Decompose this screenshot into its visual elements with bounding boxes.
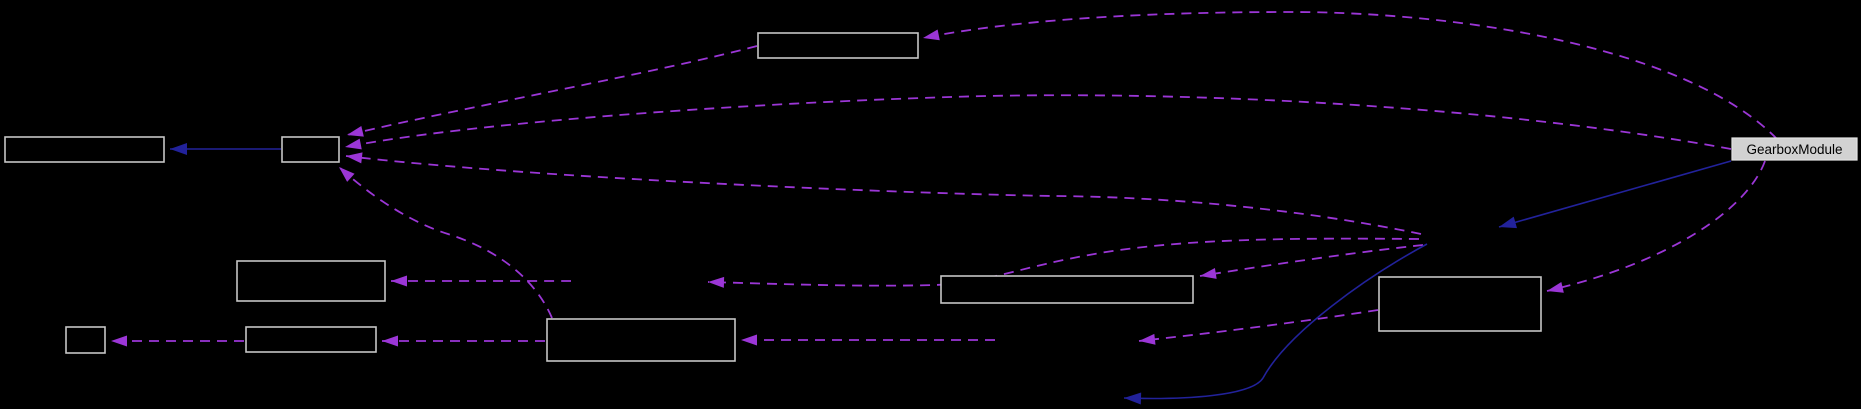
edge-gearbox-to-hub [1498, 160, 1732, 229]
node-left-small[interactable] [281, 136, 340, 163]
nodes [4, 32, 1542, 362]
node-mid-left[interactable] [236, 260, 386, 302]
gearbox-module-label: GearboxModule [1746, 142, 1842, 157]
edge-gearbox-to-right [1546, 160, 1766, 293]
gearbox-module-box[interactable] [1731, 137, 1858, 161]
node-bottom-mid[interactable] [546, 318, 736, 362]
node-top[interactable] [757, 32, 919, 59]
edge-gearbox-to-left-small [344, 94, 1732, 150]
node-left-wide[interactable] [4, 136, 165, 163]
dashed-edges [111, 11, 1778, 347]
edge-right-to-hidden-b [1138, 309, 1379, 345]
edge-hub-to-hidden-a [707, 237, 1420, 288]
gearbox-module-node[interactable]: GearboxModule [1731, 137, 1858, 161]
edge-hub-to-center-wide [1199, 244, 1424, 279]
edge-bottom-mid-to-left-small [338, 166, 553, 319]
edge-top-to-left-small [346, 45, 758, 137]
edge-hub-to-hidden-c [1123, 243, 1428, 405]
solid-edges [170, 143, 1732, 405]
node-right[interactable] [1378, 276, 1542, 332]
edge-gearbox-to-top [922, 11, 1778, 140]
node-small-square[interactable] [65, 326, 106, 354]
edge-hub-to-left-small [345, 152, 1422, 235]
node-bottom-left[interactable] [245, 326, 377, 353]
node-center-wide[interactable] [940, 275, 1194, 304]
